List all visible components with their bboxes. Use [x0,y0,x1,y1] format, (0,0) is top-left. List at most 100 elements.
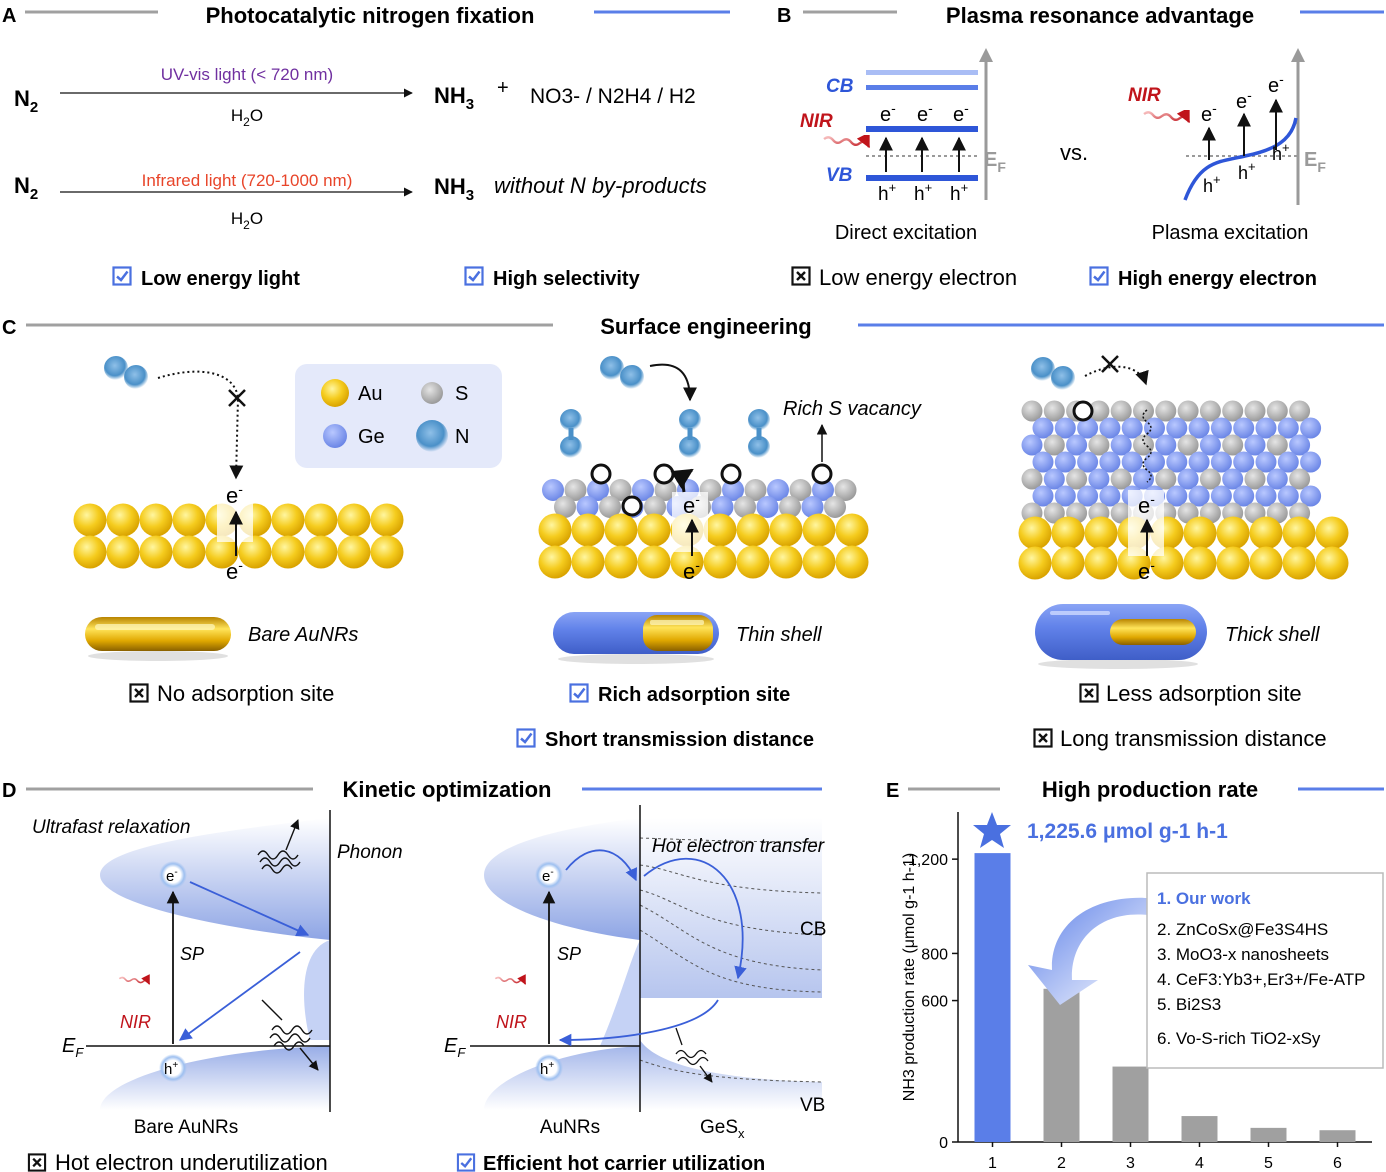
ef-label-2: EF [1304,149,1326,175]
x-tick-label: 1 [988,1155,997,1172]
hot-transfer-label: Hot electron transfer [652,836,825,857]
r2-product: NH3 [434,174,474,204]
slab3-e-bottom: e- [1138,557,1155,584]
bar [1250,1127,1287,1142]
legend-n: N [455,426,469,448]
nir-label-2: NIR [1128,85,1161,106]
blocked-cross-icon [228,389,246,407]
check-icon [1089,266,1109,286]
c-cross3: Long transmission distance [1060,726,1327,751]
c-cross1: No adsorption site [157,681,334,706]
cb-label: CB [826,76,854,97]
au-atom-icon [321,379,349,407]
bare-au-slab [73,503,404,569]
n-atom-icon [416,420,448,452]
legend-ge: Ge [358,426,385,448]
ef-label: EF [984,149,1006,175]
direct-excitation-diagram: CB VB NIR e- e- e- h+ h+ h+ EF Direct ex… [800,48,1006,244]
b-cross1: Low energy electron [819,265,1017,290]
plasma-holes: h+ h+ h+ [1203,140,1290,196]
d-cross1: Hot electron underutilization [55,1150,328,1172]
legend-au: Au [358,383,382,405]
plasma-electrons: e- e- e- [1201,71,1284,126]
panel-b: B Plasma resonance advantage CB VB NIR e… [777,3,1384,290]
panel-c: C Surface engineering Au S Ge N e- e- [2,314,1384,751]
svg-text:h+: h+ [914,180,932,205]
panel-c-letter: C [2,317,16,339]
legend-item-2: 2. ZnCoSx@Fe3S4HS [1157,920,1328,939]
x-tick-label: 2 [1057,1155,1066,1172]
svg-text:h+: h+ [950,180,968,205]
r1-byproducts: NO3- / N2H4 / H2 [530,85,696,108]
vs-label: vs. [1060,140,1088,165]
phonon-squiggle-icon [257,819,319,1071]
svg-text:e-: e- [542,867,554,885]
aunrs-label: AuNRs [540,1117,600,1138]
cross-icon [1079,683,1099,703]
r2-reactant: N2 [14,173,38,203]
check-icon [569,683,589,703]
r1-reactant: N2 [14,86,38,116]
plasma-excitation-diagram: NIR e- e- e- h+ h+ h+ EF Plasma excitati… [1128,48,1326,244]
r1-product: NH3 [434,83,474,113]
svg-text:e-: e- [166,867,178,885]
cb-d-label: CB [800,919,826,940]
ultrafast-label: Ultrafast relaxation [32,817,190,838]
svg-text:e-: e- [1268,71,1284,97]
nir-wave-icon [495,977,525,984]
highlight-value: 1,225.6 μmol g-1 h-1 [1027,820,1228,843]
x-tick-label: 3 [1126,1155,1135,1172]
y-tick-label: 1,200 [908,852,948,869]
svg-text:h+: h+ [1272,140,1290,164]
cross-icon [791,266,811,286]
legend-item-1: 1. Our work [1157,889,1251,908]
c-cross2: Less adsorption site [1106,681,1302,706]
bar [1043,988,1080,1142]
svg-text:h+: h+ [878,180,896,205]
nir-wave-icon [824,137,869,147]
panel-b-title: Plasma resonance advantage [946,3,1254,28]
legend-item-4: 4. CeF3:Yb3+,Er3+/Fe-ATP [1157,970,1366,989]
ef-label-d2: EF [444,1035,466,1060]
panel-e-letter: E [886,780,899,802]
y-axis-label: NH3 production rate (μmol g-1 h-1) [901,853,918,1101]
b-check1: High energy electron [1118,268,1317,290]
panel-d-title: Kinetic optimization [343,777,552,802]
rod-label-1: Bare AuNRs [248,624,358,646]
bare-aunr-rod-icon [85,617,231,661]
r2-condition-top: Infrared light (720-1000 nm) [142,171,353,190]
panel-b-letter: B [777,5,791,27]
vb-d-label: VB [800,1095,825,1116]
s-atom-icon [421,382,443,404]
nir-d-right: NIR [496,1012,527,1032]
r1-condition-top: UV-vis light (< 720 nm) [161,65,333,84]
bar [1181,1116,1218,1142]
check-icon [464,266,484,286]
atom-legend: Au S Ge N [295,364,502,468]
vb-label: VB [826,165,853,186]
thin-shell-slab [538,463,869,579]
x-tick-label: 5 [1264,1155,1273,1172]
x-tick-label: 6 [1333,1155,1342,1172]
phonon-squiggle-icon [675,1027,713,1083]
panel-a: A Photocatalytic nitrogen fixation N2 UV… [2,3,730,290]
plasma-caption: Plasma excitation [1152,222,1309,244]
n2-molecule [104,356,148,389]
r2-condition-bottom: H2O [231,209,263,232]
panel-d: D Kinetic optimization Ultrafast relaxat… [2,777,826,1172]
big-arrow-icon [1028,897,1148,1005]
a-check2: High selectivity [493,268,641,290]
sp-label-2: SP [557,944,581,964]
legend-item-5: 5. Bi2S3 [1157,995,1221,1014]
n2-molecule-thick [1031,357,1075,390]
legend-s: S [455,383,468,405]
legend-item-3: 3. MoO3-x nanosheets [1157,945,1329,964]
y-tick-label: 0 [939,1135,948,1152]
bar [1112,1066,1149,1142]
c-check2: Short transmission distance [545,729,814,751]
nir-label: NIR [800,111,833,132]
bar [974,853,1011,1142]
svg-text:h+: h+ [1238,159,1256,183]
